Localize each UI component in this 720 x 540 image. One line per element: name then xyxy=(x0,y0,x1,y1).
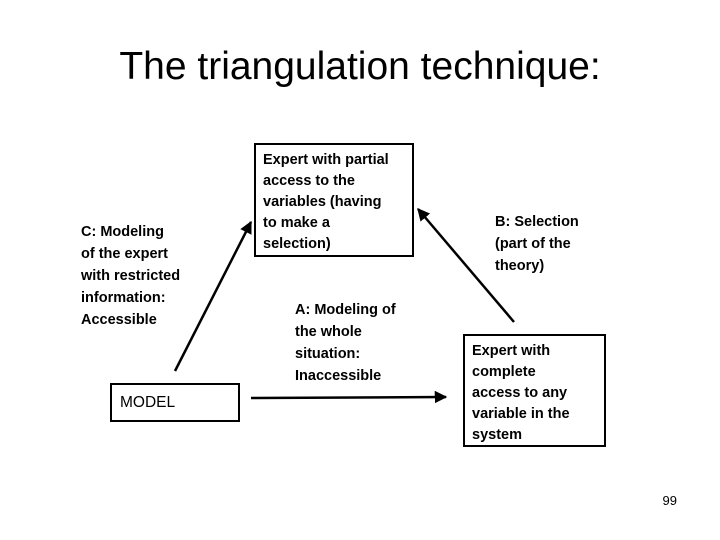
node-expert-complete-access: Expert with complete access to any varia… xyxy=(463,334,606,447)
label-c-modeling-expert: C: Modeling of the expert with restricte… xyxy=(81,224,181,328)
arrow-c-model-to-expert-partial xyxy=(173,220,253,372)
arrow-a-model-to-expert-complete xyxy=(250,390,448,404)
arrow-b-expert-complete-to-expert-partial xyxy=(417,208,515,323)
label-b-selection: B: Selection (part of the theory) xyxy=(495,214,579,274)
node-model: MODEL xyxy=(110,383,240,422)
slide-title: The triangulation technique: xyxy=(119,45,601,88)
page-number: 99 xyxy=(662,493,677,508)
label-a-modeling-whole: A: Modeling of the whole situation: Inac… xyxy=(295,302,396,384)
node-expert-partial-access: Expert with partial access to the variab… xyxy=(254,143,414,257)
